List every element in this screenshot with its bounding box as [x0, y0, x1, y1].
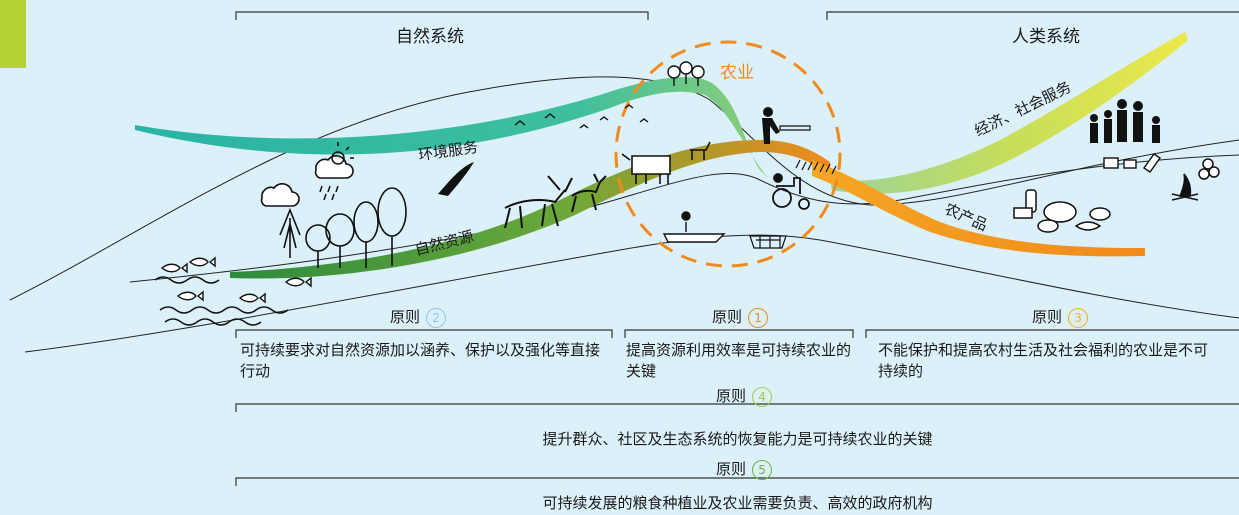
family-icon [1090, 99, 1160, 143]
agriculture-title: 农业 [720, 63, 754, 83]
principle-3-text: 不能保护和提高农村生活及社会福利的农业是不可持续的 [878, 341, 1209, 380]
food-products-icon [1013, 189, 1111, 233]
principle-4-number: 4 [752, 386, 773, 407]
principle-5-bracket [235, 477, 1239, 486]
principle-1-bracket [624, 329, 854, 338]
firewood-icon [1171, 158, 1220, 201]
principle-2-heading: 原则 2 [390, 306, 447, 328]
landscape-line-outer [9, 76, 1239, 301]
landscape-line-inner [129, 154, 1239, 283]
waves-icon [154, 276, 289, 326]
natural-system-title: 自然系统 [396, 27, 464, 47]
accent-bar [0, 0, 26, 68]
principle-1-label: 原则 [712, 308, 743, 326]
farmer-icon [762, 107, 811, 144]
agricultural-products-ribbon [812, 160, 1145, 257]
eagle-icon [438, 162, 474, 196]
fisherman-icon [662, 211, 726, 243]
principle-3-bracket [865, 329, 1239, 338]
agriculture-circle [614, 40, 842, 268]
goat-icon [690, 141, 711, 160]
principle-5-number: 5 [752, 459, 773, 480]
principle-5-heading: 原则 5 [716, 458, 773, 480]
principle-1-text: 提高资源利用效率是可持续农业的关键 [626, 341, 852, 380]
natural-system-bracket [235, 11, 649, 20]
principle-2-bracket [235, 329, 613, 338]
principle-3-number: 3 [1068, 307, 1089, 328]
environmental-services-ribbon [135, 77, 768, 178]
human-system-bracket [826, 11, 1239, 20]
human-system-title: 人类系统 [1012, 27, 1080, 47]
principle-1-number: 1 [748, 307, 769, 328]
fish-icon [160, 256, 312, 304]
household-items-icon [1103, 153, 1161, 173]
tractor-icon [772, 173, 810, 210]
principle-4-text: 提升群众、社区及生态系统的恢复能力是可持续农业的关键 [542, 430, 933, 448]
birds-icon [514, 104, 649, 129]
agri-trees-icon [667, 61, 705, 86]
antelope-icon [504, 175, 573, 229]
principle-5-text: 可持续发展的粮食种植业及农业需要负责、高效的政府机构 [542, 494, 933, 512]
sun-icon [331, 142, 354, 165]
principle-4-label: 原则 [716, 387, 747, 405]
crops-icon [795, 159, 837, 175]
principle-2-label: 原则 [390, 308, 421, 326]
tree-icon [279, 187, 407, 268]
cow-icon [621, 153, 671, 184]
principle-3-label: 原则 [1032, 308, 1063, 326]
principle-4-bracket [235, 403, 1239, 412]
rain-icon [319, 185, 339, 201]
principle-2-number: 2 [426, 307, 447, 328]
principle-1-heading: 原则 1 [712, 306, 769, 328]
principle-4-heading: 原则 4 [716, 385, 773, 407]
principle-2-text: 可持续要求对自然资源加以涵养、保护以及强化等直接行动 [240, 341, 601, 380]
fish-net-icon [749, 235, 787, 249]
principle-3-heading: 原则 3 [1032, 306, 1089, 328]
principle-5-label: 原则 [716, 460, 747, 478]
deer-icon [571, 173, 607, 213]
